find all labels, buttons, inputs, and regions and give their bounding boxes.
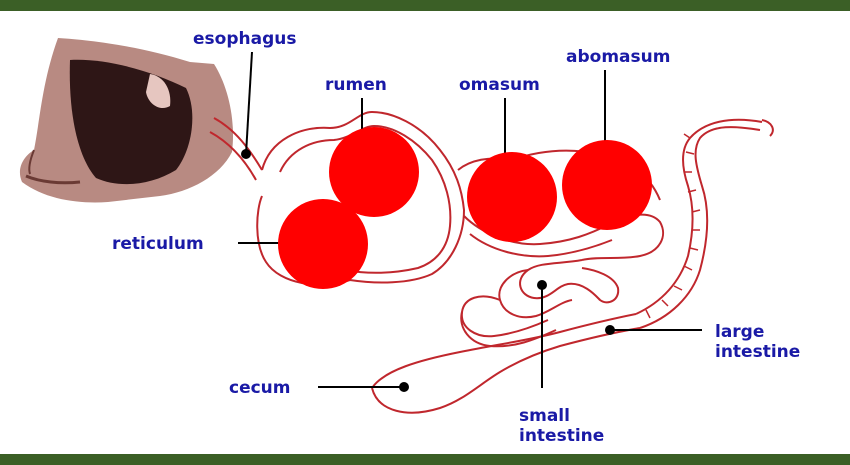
marker-reticulum — [278, 199, 368, 289]
cecum-and-colon — [372, 314, 640, 413]
label-cecum: cecum — [229, 378, 291, 398]
label-rumen: rumen — [325, 75, 387, 95]
label-omasum: omasum — [459, 75, 540, 95]
label-large-intestine-line2: intestine — [715, 342, 800, 362]
red-markers — [278, 127, 652, 289]
label-large-intestine-line1: large — [715, 322, 764, 342]
cow-head — [20, 38, 233, 202]
label-reticulum: reticulum — [112, 234, 204, 254]
label-esophagus: esophagus — [193, 29, 296, 49]
marker-omasum — [467, 152, 557, 242]
label-abomasum: abomasum — [566, 47, 670, 67]
marker-abomasum — [562, 140, 652, 230]
label-small-intestine-line2: intestine — [519, 426, 604, 446]
large-intestine — [636, 120, 773, 328]
small-intestine-loops — [461, 260, 618, 346]
label-small-intestine-line1: small — [519, 406, 570, 426]
